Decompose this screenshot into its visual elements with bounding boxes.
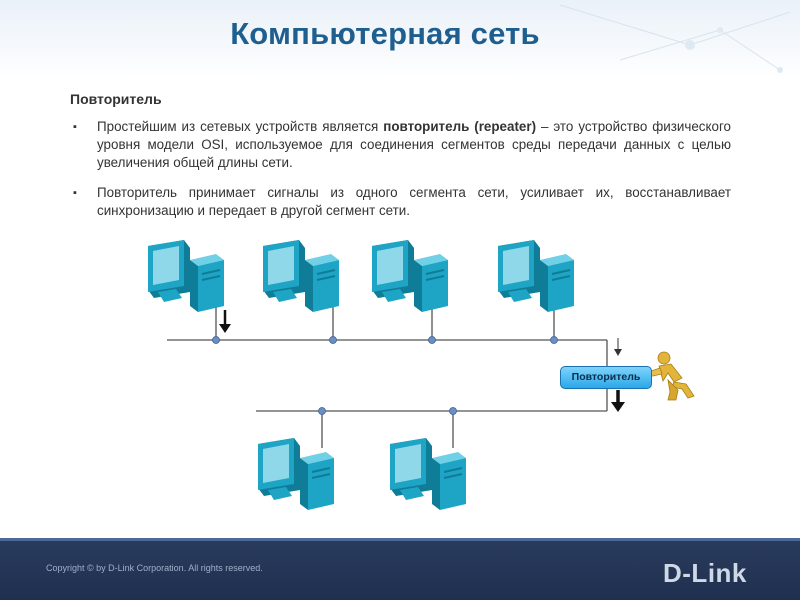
- bullet-text: Повторитель принимает сигналы из одного …: [97, 185, 731, 218]
- computer-icon: [262, 239, 340, 313]
- slide-footer: [0, 538, 800, 600]
- footer-divider: [0, 538, 800, 541]
- computer-icon: [497, 239, 575, 313]
- section-subtitle: Повторитель: [70, 91, 162, 107]
- network-node: [329, 336, 337, 344]
- header-decoration: [559, 4, 791, 73]
- weak-signal-arrow-icon: [614, 338, 622, 356]
- bullet-item: ▪ Повторитель принимает сигналы из одног…: [73, 184, 731, 220]
- computer-icon: [371, 239, 449, 313]
- network-node: [428, 336, 436, 344]
- bullet-mark: ▪: [73, 187, 77, 199]
- network-diagram: [147, 239, 695, 511]
- network-node: [212, 336, 220, 344]
- dlink-logo: D-Link: [663, 558, 747, 588]
- network-node: [318, 407, 326, 415]
- person-figure-icon: [647, 351, 695, 401]
- signal-arrow-icon: [219, 310, 231, 333]
- network-node: [449, 407, 457, 415]
- amplified-signal-arrow-icon: [611, 390, 625, 412]
- bullet-text: Простейшим из сетевых устройств является…: [97, 119, 731, 170]
- network-node: [550, 336, 558, 344]
- repeater-box: Повторитель: [560, 366, 652, 389]
- bullet-mark: ▪: [73, 121, 77, 133]
- slide-header: [0, 0, 800, 78]
- slide-title: Компьютерная сеть: [230, 16, 540, 51]
- computer-icon: [147, 239, 225, 313]
- computer-icon: [257, 437, 335, 511]
- computer-icon: [389, 437, 467, 511]
- bullet-item: ▪ Простейшим из сетевых устройств являет…: [73, 118, 731, 172]
- bullet-term: повторитель (repeater): [383, 119, 537, 134]
- copyright-text: Copyright © by D-Link Corporation. All r…: [46, 563, 263, 573]
